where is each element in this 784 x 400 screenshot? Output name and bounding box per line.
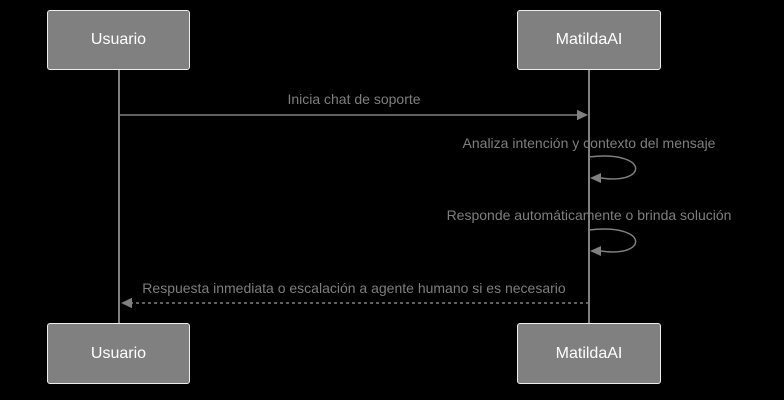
self-loop-arrowhead-2-icon	[590, 246, 601, 256]
actor-label-matildaai-top: MatildaAI	[555, 31, 623, 48]
self-loop-1	[588, 155, 637, 180]
actor-label-matildaai-bottom: MatildaAI	[555, 344, 623, 362]
actor-box-usuario-top: Usuario	[47, 10, 190, 70]
arrowhead-left-icon	[121, 297, 132, 309]
arrowhead-right-icon	[577, 109, 588, 121]
message-label-2: Analiza intención y contexto del mensaje	[462, 135, 716, 151]
actor-label-usuario-bottom: Usuario	[90, 344, 147, 362]
actor-box-matildaai-top: MatildaAI	[517, 10, 661, 70]
self-loop-2	[588, 228, 637, 253]
message-label-4: Respuesta inmediata o escalación a agent…	[142, 280, 566, 296]
actor-label-usuario-top: Usuario	[90, 31, 147, 48]
actor-box-matildaai-bottom: MatildaAI	[517, 323, 661, 384]
actor-box-usuario-bottom: Usuario	[47, 323, 190, 384]
message-label-1: Inicia chat de soporte	[287, 91, 421, 107]
self-loop-arrowhead-1-icon	[590, 173, 601, 183]
message-label-3: Responde automáticamente o brinda soluci…	[446, 207, 732, 223]
